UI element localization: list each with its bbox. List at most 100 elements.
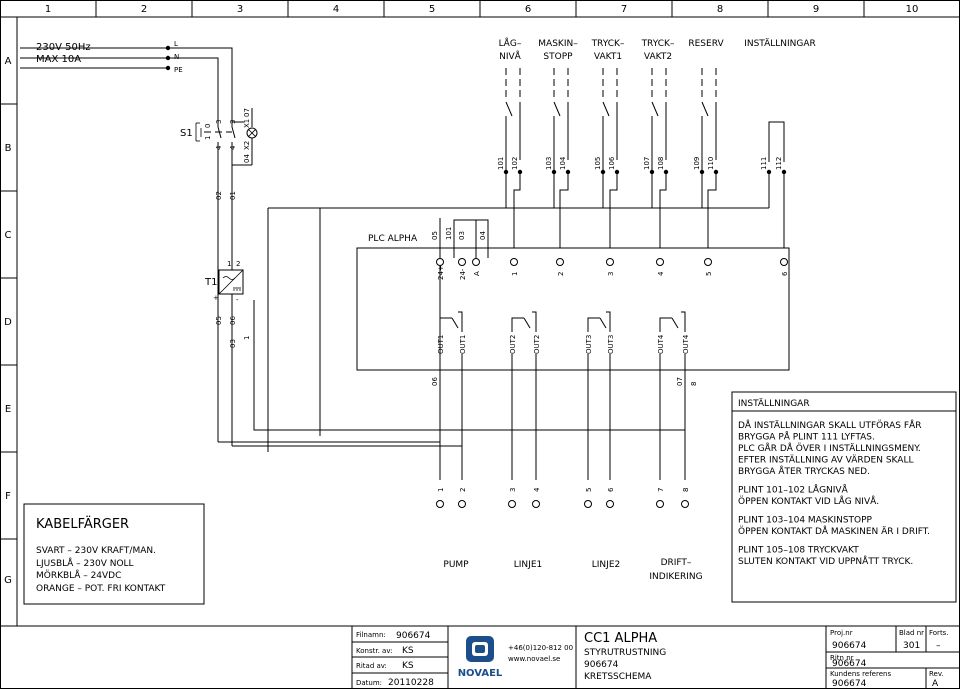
svg-text:X1: X1 — [243, 119, 251, 128]
terminal-24-minus — [458, 258, 466, 266]
output-terminal — [532, 500, 540, 508]
drawing-number: 906674 — [832, 659, 867, 669]
wire-24v-plus — [218, 266, 441, 443]
column-label: 9 — [813, 4, 819, 15]
svg-text:06: 06 — [431, 377, 439, 386]
output-relay: OUT2 OUT2 — [509, 311, 541, 480]
input-terminal — [780, 258, 788, 266]
row-label: A — [5, 56, 12, 67]
row-label: E — [5, 404, 11, 415]
svg-text:Forts.: Forts. — [929, 629, 949, 637]
drawn-by: KS — [402, 661, 414, 671]
svg-text:8: 8 — [690, 382, 698, 386]
column-label: 7 — [621, 4, 627, 15]
row-letters: A B C D E F G — [4, 56, 12, 586]
column-label: 2 — [141, 4, 147, 15]
input-lead — [559, 172, 569, 258]
legend-line: ORANGE – POT. FRI KONTAKT — [36, 584, 166, 594]
svg-text:2: 2 — [236, 260, 240, 268]
sensor-label: VAKT1 — [594, 52, 622, 62]
svg-text:X2: X2 — [243, 141, 251, 150]
output-terminal — [681, 500, 689, 508]
input-terminal — [510, 258, 518, 266]
sensor-pin-label: 104 — [559, 156, 567, 170]
sensor-pin-label: 101 — [497, 157, 505, 170]
output-contact-label: OUT1 — [459, 335, 467, 354]
svg-text:05: 05 — [215, 316, 223, 325]
output-label: PUMP — [443, 560, 469, 570]
note-line: DÅ INSTÄLLNINGAR SKALL UTFÖRAS FÅR — [738, 419, 921, 431]
output-terminal-label: 3 — [509, 488, 517, 492]
output-contact-label: OUT4 — [682, 334, 690, 354]
column-label: 3 — [237, 4, 243, 15]
column-label: 1 — [45, 4, 51, 15]
input-terminal — [606, 258, 614, 266]
svg-text:Rev.: Rev. — [929, 670, 944, 678]
row-label: C — [5, 230, 12, 241]
svg-text:NOVAEL: NOVAEL — [458, 668, 503, 679]
svg-text:07: 07 — [243, 108, 251, 117]
sensor-labels: LÅG– NIVÅ MASKIN– STOPP TRYCK– VAKT1 TRY… — [499, 37, 816, 62]
svg-text:24-: 24- — [459, 268, 467, 280]
svg-text:Konstr. av:: Konstr. av: — [356, 647, 392, 655]
input-terminal-label: 2 — [557, 272, 565, 276]
cable-color-legend: KABELFÄRGER SVART – 230V KRAFT/MAN. LJUS… — [23, 503, 205, 605]
continued: – — [936, 641, 941, 651]
note-line: ÖPPEN KONTAKT VID LÅG NIVÅ. — [738, 495, 879, 507]
switch-tag: S1 — [180, 128, 193, 139]
transformer-tag: T1 — [204, 277, 217, 288]
input-lead — [707, 172, 717, 258]
legend-title: KABELFÄRGER — [36, 516, 129, 532]
input-terminal — [704, 258, 712, 266]
column-label: 4 — [333, 4, 339, 15]
column-label: 5 — [429, 4, 435, 15]
sensor-pin-label: 106 — [608, 156, 616, 170]
note-line: PLINT 103–104 MASKINSTOPP — [738, 516, 873, 526]
row-label: D — [4, 317, 12, 328]
note-line: BRYGGA ÅTER TRYCKAS NED. — [738, 465, 870, 477]
wire-label-02: 02 — [215, 191, 223, 200]
input-terminal-label: 3 — [607, 272, 615, 276]
output-terminal-label: 8 — [682, 488, 690, 492]
svg-text:112: 112 — [775, 157, 783, 170]
column-numbers: 1 2 3 4 5 6 7 8 9 10 — [45, 4, 919, 15]
revision: A — [932, 679, 939, 689]
output-terminal — [458, 500, 466, 508]
output-terminal-label: 4 — [533, 487, 541, 492]
phone: +46(0)120-812 00 — [508, 644, 573, 652]
output-contact-label: OUT2 — [509, 335, 517, 354]
svg-text:4: 4 — [229, 145, 237, 150]
legend-line: SVART – 230V KRAFT/MAN. — [36, 546, 156, 556]
supply-fuse: MAX 10A — [36, 54, 81, 65]
output-contact-label: OUT2 — [533, 335, 541, 354]
input-terminal-label: 4 — [657, 271, 665, 276]
sensor-pin-label: 103 — [545, 157, 553, 170]
plc-power-terminals: 24+ 24- — [436, 258, 467, 280]
legend-line: MÖRKBLÅ – 24VDC — [36, 569, 121, 581]
svg-text:05: 05 — [431, 231, 439, 240]
svg-text:+: + — [213, 294, 219, 302]
note-line: PLINT 105–108 TRYCKVAKT — [738, 546, 859, 556]
svg-text:Filnamn:: Filnamn: — [356, 631, 386, 639]
main-switch-s1: S1 0 1 3 3 4 4 — [180, 120, 237, 150]
website: www.novael.se — [508, 655, 560, 663]
designed-by: KS — [402, 646, 414, 656]
row-label: F — [5, 491, 11, 502]
settings-bridge: 111 112 — [760, 121, 787, 175]
novael-logo: NOVAEL — [458, 636, 503, 679]
plc-alpha-box — [356, 247, 790, 371]
sensor-label: STOPP — [543, 52, 573, 62]
svg-text:111: 111 — [760, 157, 768, 170]
sensor-pin-label: 102 — [511, 157, 519, 170]
title-block: Filnamn: 906674 Konstr. av: KS Ritad av:… — [351, 626, 960, 689]
sensor-pin-label: 105 — [594, 157, 602, 170]
svg-text:03: 03 — [458, 231, 466, 240]
sensor-label: MASKIN– — [538, 39, 578, 49]
input-terminal — [472, 258, 480, 266]
column-label: 10 — [906, 4, 919, 15]
output-terminal — [436, 500, 444, 508]
wire-label-01: 01 — [229, 191, 237, 200]
sensor-pin-label: 107 — [643, 157, 651, 170]
output-terminal — [508, 500, 516, 508]
